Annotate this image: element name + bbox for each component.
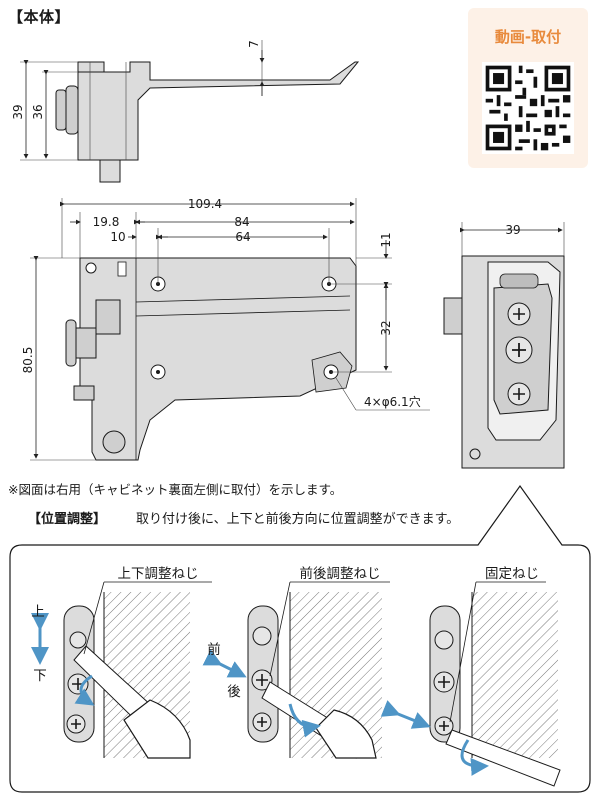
qr-code-icon: [482, 62, 574, 154]
dim-36: 36: [31, 104, 45, 119]
dim-64: 64: [235, 230, 250, 244]
dir-front: 前: [207, 641, 221, 658]
hole-callout: 4×φ6.1穴: [364, 394, 421, 409]
front-view: [30, 198, 430, 461]
dim-7: 7: [247, 40, 261, 48]
dir-up: 上: [31, 604, 45, 620]
dim-84: 84: [234, 215, 249, 229]
end-view: [443, 222, 565, 469]
section-title: 【本体】: [8, 8, 71, 26]
dir-down: 下: [33, 668, 47, 684]
orientation-note: ※図面は右用（キャビネット裏面左側に取付）を示します。: [8, 482, 343, 497]
dim-109-4: 109.4: [188, 197, 222, 211]
screw-label-fix: 固定ねじ: [485, 566, 539, 582]
dim-80-5: 80.5: [21, 347, 35, 374]
dim-32: 32: [379, 320, 393, 335]
dim-39-end: 39: [505, 223, 520, 237]
screw-label-depth: 前後調整ねじ: [300, 565, 381, 582]
dim-39-side: 39: [11, 104, 25, 119]
dim-19-8: 19.8: [93, 215, 120, 229]
video-label: 動画-取付: [494, 28, 562, 46]
video-qr-card[interactable]: 動画-取付: [468, 8, 588, 168]
adjust-title: 【位置調整】: [28, 512, 107, 527]
dim-11: 11: [379, 232, 393, 247]
dir-back: 後: [227, 684, 241, 700]
adjust-description: 取り付け後に、上下と前後方向に位置調整ができます。: [136, 512, 460, 527]
screw-label-vertical: 上下調整ねじ: [118, 566, 199, 582]
dim-10: 10: [110, 230, 125, 244]
side-view: [20, 40, 360, 183]
adjust-panel: [9, 484, 591, 793]
